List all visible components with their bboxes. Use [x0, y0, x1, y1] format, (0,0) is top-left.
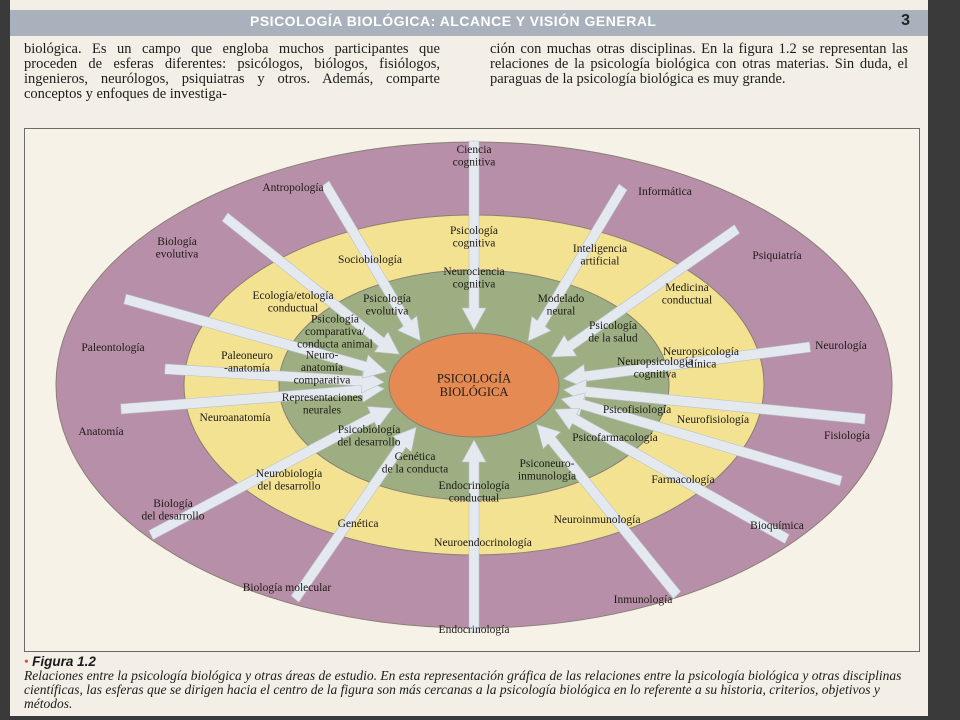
caption-label: Figura 1.2 — [32, 654, 96, 669]
running-title: PSICOLOGÍA BIOLÓGICA: ALCANCE Y VISIÓN G… — [250, 13, 657, 29]
radial-arrow-2 — [527, 183, 628, 342]
radial-arrow-7 — [554, 407, 790, 544]
label-yellow-13: Neuroinmunología — [554, 514, 641, 526]
center-circle — [388, 332, 560, 438]
label-yellow-9: Neurofisiología — [677, 414, 749, 426]
radial-arrow-15 — [221, 212, 400, 355]
radial-arrow-10 — [290, 426, 417, 603]
label-purple-6: Paleontología — [81, 342, 144, 354]
label-yellow-12: Genética — [338, 518, 379, 530]
label-purple-3: Informática — [638, 186, 692, 198]
running-header: PSICOLOGÍA BIOLÓGICA: ALCANCE Y VISIÓN G… — [10, 10, 928, 36]
radial-arrow-4 — [562, 341, 811, 389]
label-purple-5: Psiquiatría — [752, 250, 801, 262]
label-yellow-8: Neuroanatomía — [200, 412, 271, 424]
radial-arrow-9 — [461, 439, 487, 633]
radial-arrow-1 — [461, 140, 487, 331]
radial-arrow-6 — [560, 392, 843, 487]
radial-arrow-3 — [550, 224, 741, 358]
label-purple-7: Neurología — [815, 340, 867, 352]
label-purple-2: Antropología — [262, 182, 323, 194]
label-yellow-11: Farmacología — [651, 474, 714, 486]
figure-caption: • Figura 1.2 Relaciones entre la psicolo… — [24, 655, 924, 711]
label-purple-12: Biología molecular — [243, 582, 332, 594]
label-purple-13: Inmunología — [614, 594, 673, 606]
body-text-left-column: biológica. Es un campo que engloba mucho… — [24, 41, 440, 102]
label-yellow-2: Sociobiología — [338, 254, 402, 266]
page-number: 3 — [901, 12, 910, 29]
radial-arrow-16 — [320, 180, 421, 342]
label-purple-11: Bioquímica — [750, 520, 804, 532]
radial-arrow-8 — [536, 424, 682, 599]
label-green-11: Psicofarmacología — [572, 432, 658, 444]
label-purple-8: Anatomía — [78, 426, 123, 438]
textbook-page: PSICOLOGÍA BIOLÓGICA: ALCANCE Y VISIÓN G… — [10, 0, 928, 716]
radial-arrow-14 — [123, 293, 388, 379]
label-yellow-14: Neuroendocrinología — [434, 537, 532, 549]
caption-bullet: • — [24, 654, 29, 669]
label-purple-9: Fisiología — [824, 430, 870, 442]
caption-text: Relaciones entre la psicología biológica… — [24, 668, 902, 711]
radial-arrow-13 — [164, 363, 385, 394]
label-green-13: Psiconeuro-inmunología — [518, 458, 576, 483]
radial-arrow-11 — [148, 406, 393, 540]
arrows-layer — [120, 140, 866, 633]
label-green-9: Psicofisiología — [603, 404, 671, 416]
label-purple-14: Endocrinología — [439, 624, 510, 636]
body-text-right-column: ción con muchas otras disciplinas. En la… — [490, 41, 908, 87]
label-yellow-6: Paleoneuro-anatomía — [221, 350, 273, 375]
